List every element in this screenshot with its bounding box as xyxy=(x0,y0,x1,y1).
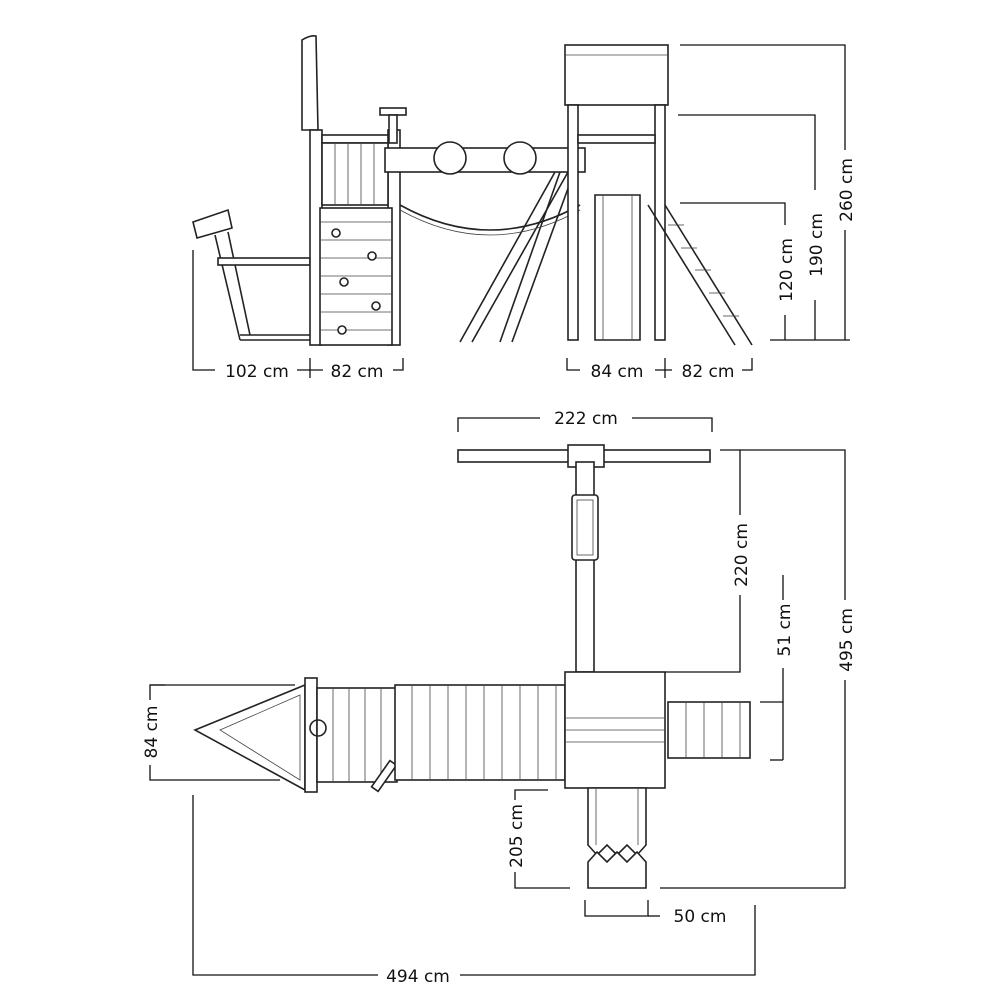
slide xyxy=(594,194,641,341)
left-tower xyxy=(309,107,407,346)
dim-swing-length: 220 cm xyxy=(732,523,752,587)
dim-tower-height: 190 cm xyxy=(807,213,827,277)
steering-wheel-icon xyxy=(309,719,327,737)
flag-sail xyxy=(301,35,319,131)
bridge-plan xyxy=(394,684,566,781)
right-tower xyxy=(564,44,753,346)
porthole-icon xyxy=(503,141,537,175)
side-dims: 102 cm 82 cm 84 cm 82 cm 120 cm 190 cm 2… xyxy=(192,44,857,382)
porthole-icon xyxy=(433,141,467,175)
dim-tower-left-width: 82 cm xyxy=(331,362,384,382)
plan-view: 222 cm 220 cm 51 cm 495 cm 84 cm 205 cm … xyxy=(142,409,857,987)
dim-ladder-width: 82 cm xyxy=(682,362,735,382)
dim-ship-width: 84 cm xyxy=(142,706,162,759)
swing-frame xyxy=(384,141,586,343)
dim-slide-width: 50 cm xyxy=(674,907,727,927)
ladder xyxy=(647,204,753,346)
side-view: 102 cm 82 cm 84 cm 82 cm 120 cm 190 cm 2… xyxy=(192,35,857,382)
dim-slide-length: 205 cm xyxy=(507,804,527,868)
dim-total-height: 260 cm xyxy=(837,158,857,222)
climbing-hold-icon xyxy=(337,325,347,335)
climbing-hold-icon xyxy=(371,301,381,311)
ladder-plan xyxy=(667,701,751,759)
ship-bench xyxy=(192,208,311,341)
tower-panel xyxy=(321,142,389,206)
climbing-hold-icon xyxy=(339,277,349,287)
dim-bench-width: 102 cm xyxy=(225,362,289,382)
climbing-wall xyxy=(319,207,393,346)
dim-total-length: 494 cm xyxy=(386,967,450,987)
dim-swing-beam-width: 222 cm xyxy=(554,409,618,429)
slide-plan xyxy=(587,787,647,889)
climbing-hold-icon xyxy=(331,228,341,238)
ship-plan xyxy=(193,677,398,793)
steering-wheel-icon xyxy=(379,107,407,144)
dim-total-depth: 495 cm xyxy=(837,608,857,672)
rope-bridge xyxy=(399,204,581,231)
swing-seat xyxy=(571,494,599,561)
dim-ladder-depth: 51 cm xyxy=(775,604,795,657)
plan-dims: 222 cm 220 cm 51 cm 495 cm 84 cm 205 cm … xyxy=(142,409,857,987)
dim-tower-right-width: 84 cm xyxy=(591,362,644,382)
climbing-hold-icon xyxy=(367,251,377,261)
swing-beam-plan xyxy=(457,444,711,673)
tower-platform-plan xyxy=(564,671,666,789)
dim-platform-height: 120 cm xyxy=(777,238,797,302)
